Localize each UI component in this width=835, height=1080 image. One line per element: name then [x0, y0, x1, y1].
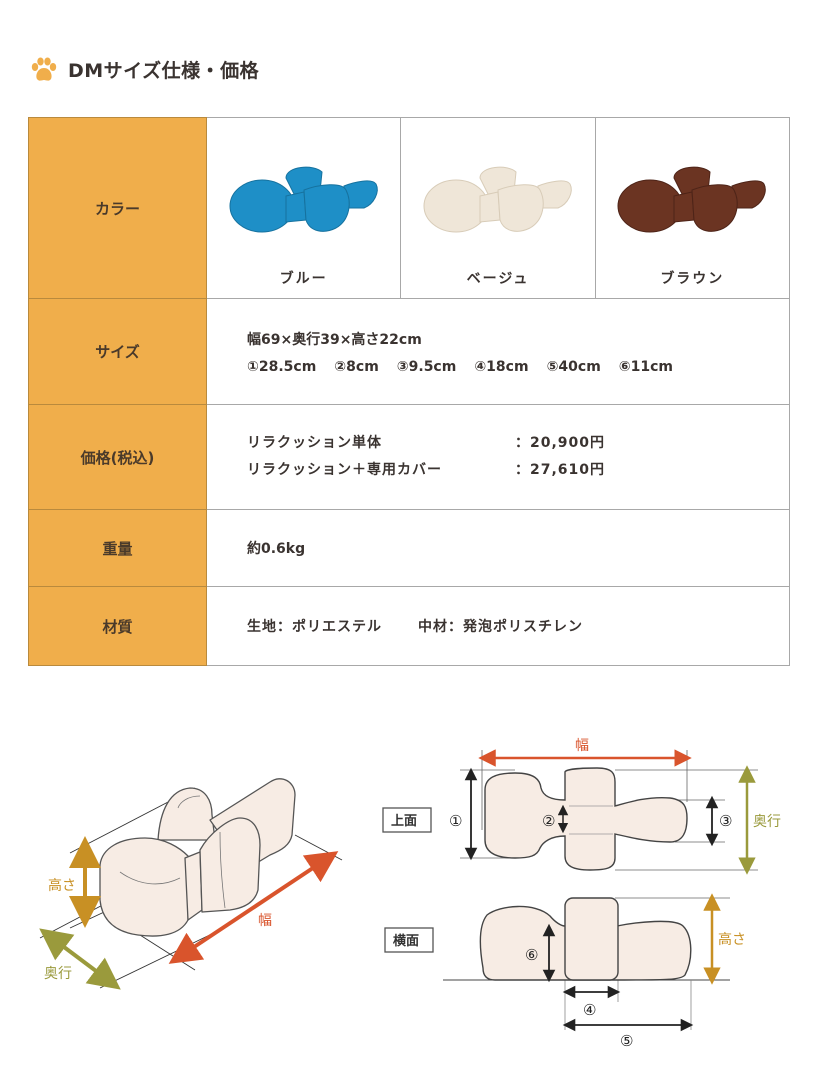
height-label: 高さ — [48, 877, 76, 894]
product-name: リラクッション単体 — [247, 435, 382, 451]
side-height-label: 高さ — [718, 931, 746, 948]
mark-5: ⑤ — [620, 1032, 633, 1050]
color-option-brown: ブラウン — [596, 118, 789, 298]
part-sizes: ①28.5cm ②8cm ③9.5cm ④18cm ⑤40cm ⑥11cm — [247, 359, 789, 375]
mark-1: ① — [449, 812, 462, 830]
top-depth-label: 奥行 — [753, 813, 781, 830]
section-heading: DMサイズ仕様・価格 — [30, 56, 259, 83]
color-name: ベージュ — [466, 271, 530, 287]
row-label-price: 価格(税込) — [28, 404, 207, 510]
top-view-label: 上面 — [391, 814, 417, 829]
part-size-1: ①28.5cm — [247, 358, 317, 375]
product-name: リラクッション＋専用カバー — [247, 462, 442, 478]
part-size-4: ④18cm — [474, 358, 529, 375]
filling-material: 中材：発泡ポリスチレン — [418, 619, 583, 635]
mark-3: ③ — [719, 812, 732, 830]
part-size-5: ⑤40cm — [546, 358, 601, 375]
part-size-3: ③9.5cm — [396, 358, 457, 375]
beige-pillow-image — [423, 166, 572, 233]
part-size-2: ②8cm — [334, 358, 379, 375]
table-row-size: サイズ 幅69×奥行39×高さ22cm ①28.5cm ②8cm ③9.5cm … — [28, 298, 790, 405]
row-label-weight: 重量 — [28, 509, 207, 587]
color-name: ブラウン — [660, 271, 725, 287]
blue-pillow-image — [229, 166, 378, 233]
table-row-color: カラー ブルー — [28, 117, 790, 299]
page-title: DMサイズ仕様・価格 — [68, 60, 260, 82]
isometric-diagram: 高さ 奥行 幅 — [39, 778, 343, 990]
color-option-beige: ベージュ — [401, 118, 596, 298]
color-name: ブルー — [279, 271, 328, 287]
mark-2: ② — [542, 812, 555, 830]
row-label-color: カラー — [28, 117, 207, 299]
product-price: ：27,610円 — [515, 462, 606, 478]
overall-size: 幅69×奥行39×高さ22cm — [247, 331, 422, 348]
material-value: 生地：ポリエステル 中材：発泡ポリスチレン — [206, 586, 790, 666]
mark-6: ⑥ — [525, 946, 538, 964]
orthographic-diagram: 幅 ① ② ③ 奥行 上面 ⑥ ④ ⑤ 高さ 横面 — [382, 738, 781, 1050]
row-label-size: サイズ — [28, 298, 207, 405]
product-price: ：20,900円 — [515, 435, 606, 451]
width-label: 幅 — [258, 913, 272, 929]
row-label-material: 材質 — [28, 586, 207, 666]
table-row-price: 価格(税込) リラクッション単体 ：20,900円 リラクッション＋専用カバー … — [28, 404, 790, 510]
weight-value: 約0.6kg — [206, 509, 790, 587]
color-variants: ブルー ベージュ — [206, 117, 790, 299]
price-item: リラクッション＋専用カバー ：27,610円 — [247, 457, 789, 484]
depth-label: 奥行 — [44, 965, 72, 982]
top-width-label: 幅 — [575, 738, 589, 754]
fabric-material: 生地：ポリエステル — [247, 619, 382, 635]
color-option-blue: ブルー — [207, 118, 402, 298]
spec-table: カラー ブルー — [28, 117, 790, 666]
size-value: 幅69×奥行39×高さ22cm ①28.5cm ②8cm ③9.5cm ④18c… — [206, 298, 790, 405]
side-view-label: 横面 — [393, 933, 419, 949]
brown-pillow-image — [617, 166, 767, 233]
paw-icon — [31, 57, 57, 81]
part-size-6: ⑥11cm — [618, 358, 674, 375]
table-row-weight: 重量 約0.6kg — [28, 509, 790, 587]
price-value: リラクッション単体 ：20,900円 リラクッション＋専用カバー ：27,610… — [206, 404, 790, 510]
price-item: リラクッション単体 ：20,900円 — [247, 430, 789, 457]
table-row-material: 材質 生地：ポリエステル 中材：発泡ポリスチレン — [28, 586, 790, 666]
mark-4: ④ — [583, 1001, 596, 1019]
